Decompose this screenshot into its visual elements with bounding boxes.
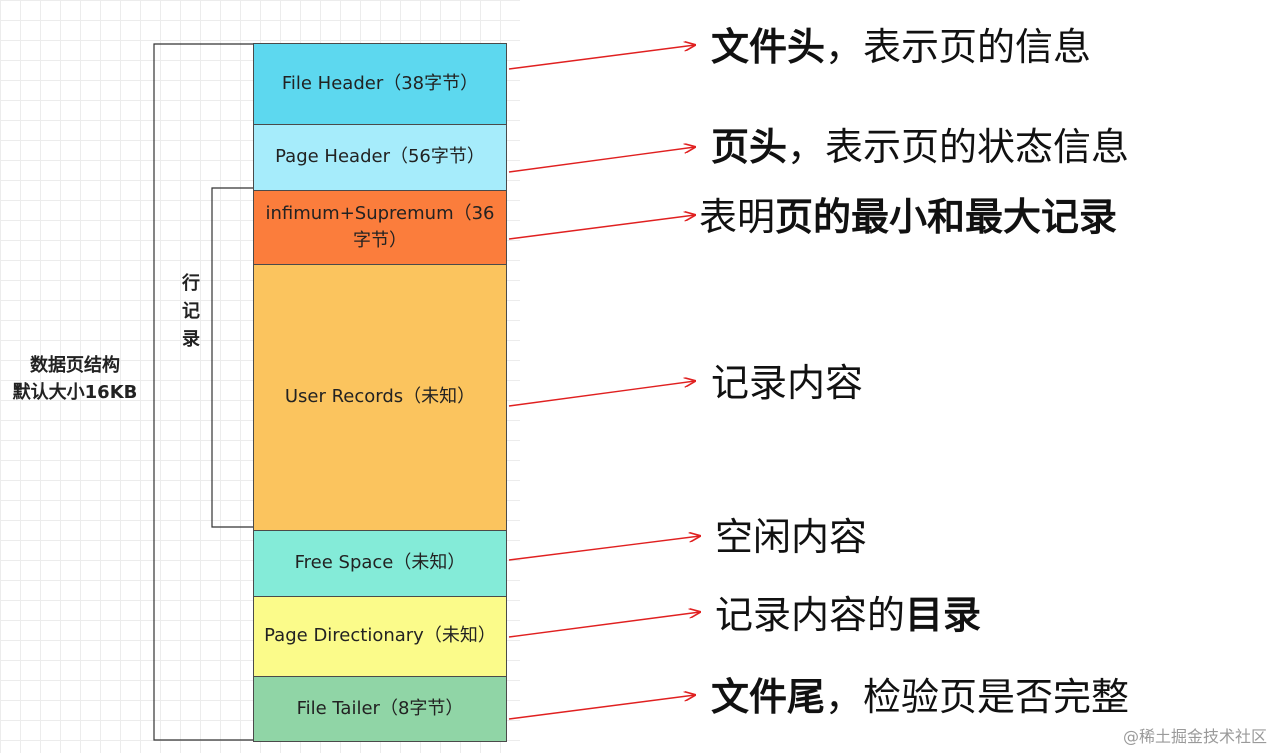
desc-user-records: 记录内容: [711, 352, 863, 407]
row-records-label: 行 记 录: [178, 270, 204, 354]
block-label: User Records（未知）: [284, 386, 476, 408]
desc-text: ，表示页的状态信息: [787, 125, 1130, 169]
block-label: Page Header（56字节）: [275, 146, 485, 168]
desc-bold: 文件尾: [711, 675, 826, 719]
page-structure-title: 数据页结构: [30, 355, 120, 376]
arrow-free-space: [508, 536, 700, 561]
arrow-page-header: [508, 147, 695, 173]
arrow-file-tailer: [508, 695, 695, 720]
block-page-header: Page Header（56字节）: [253, 124, 507, 191]
grid-mask: [520, 0, 1275, 753]
desc-text: 表明: [699, 195, 776, 239]
row-label-char: 记: [182, 300, 200, 322]
page-size-label: 默认大小16KB: [12, 382, 138, 403]
desc-file-header: 文件头，表示页的信息: [711, 16, 1091, 71]
desc-text: ，检验页是否完整: [825, 675, 1130, 719]
desc-page-directory: 记录内容的目录: [715, 584, 981, 639]
block-free-space: Free Space（未知）: [253, 530, 507, 597]
desc-text: 记录内容: [711, 361, 864, 405]
page-structure-label: 数据页结构 默认大小16KB: [6, 352, 144, 406]
desc-bold: 文件头: [711, 25, 826, 69]
row-label-char: 录: [182, 328, 200, 350]
arrow-file-header: [508, 45, 695, 70]
block-page-directory: Page Directionary（未知）: [253, 596, 507, 677]
desc-bold: 页头: [711, 125, 788, 169]
row-bracket: [211, 187, 253, 528]
desc-page-header: 页头，表示页的状态信息: [711, 116, 1129, 171]
block-label: Page Directionary（未知）: [264, 625, 496, 647]
block-label: Free Space（未知）: [294, 552, 466, 574]
block-file-tailer: File Tailer（8字节）: [253, 676, 507, 742]
desc-text: 空闲内容: [715, 515, 868, 559]
desc-file-tailer: 文件尾，检验页是否完整: [711, 666, 1129, 721]
watermark: @稀土掘金技术社区: [1122, 727, 1267, 746]
block-file-header: File Header（38字节）: [253, 43, 507, 125]
block-label: infimum+Supremum（36字节）: [265, 203, 495, 251]
block-user-records: User Records（未知）: [253, 264, 507, 531]
desc-text: 记录内容的: [715, 593, 906, 637]
desc-bold: 页的最小和最大记录: [775, 195, 1118, 239]
desc-bold: 目录: [905, 593, 982, 637]
arrow-user-records: [508, 381, 695, 407]
block-label: File Header（38字节）: [281, 72, 479, 94]
arrow-page-directory: [508, 612, 700, 638]
arrow-infimum: [508, 215, 695, 240]
block-label: File Tailer（8字节）: [296, 697, 464, 719]
row-label-char: 行: [182, 273, 200, 294]
page-bracket: [153, 43, 253, 741]
desc-text: ，表示页的信息: [825, 25, 1092, 69]
desc-infimum: 表明页的最小和最大记录: [699, 186, 1117, 241]
block-infimum-supremum: infimum+Supremum（36字节）: [253, 190, 507, 265]
desc-free-space: 空闲内容: [715, 506, 867, 561]
